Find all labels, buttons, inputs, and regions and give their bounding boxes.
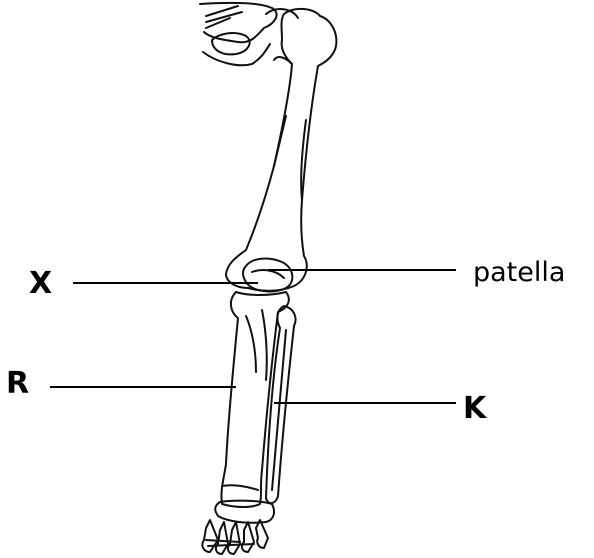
patella-bone (243, 259, 292, 292)
label-k: K (463, 391, 488, 426)
label-patella: patella (473, 257, 565, 288)
label-x: X (29, 266, 52, 301)
fibula-bone (266, 306, 296, 503)
pelvis-bone (200, 3, 298, 65)
label-r: R (6, 366, 29, 401)
foot-bones (202, 501, 274, 554)
